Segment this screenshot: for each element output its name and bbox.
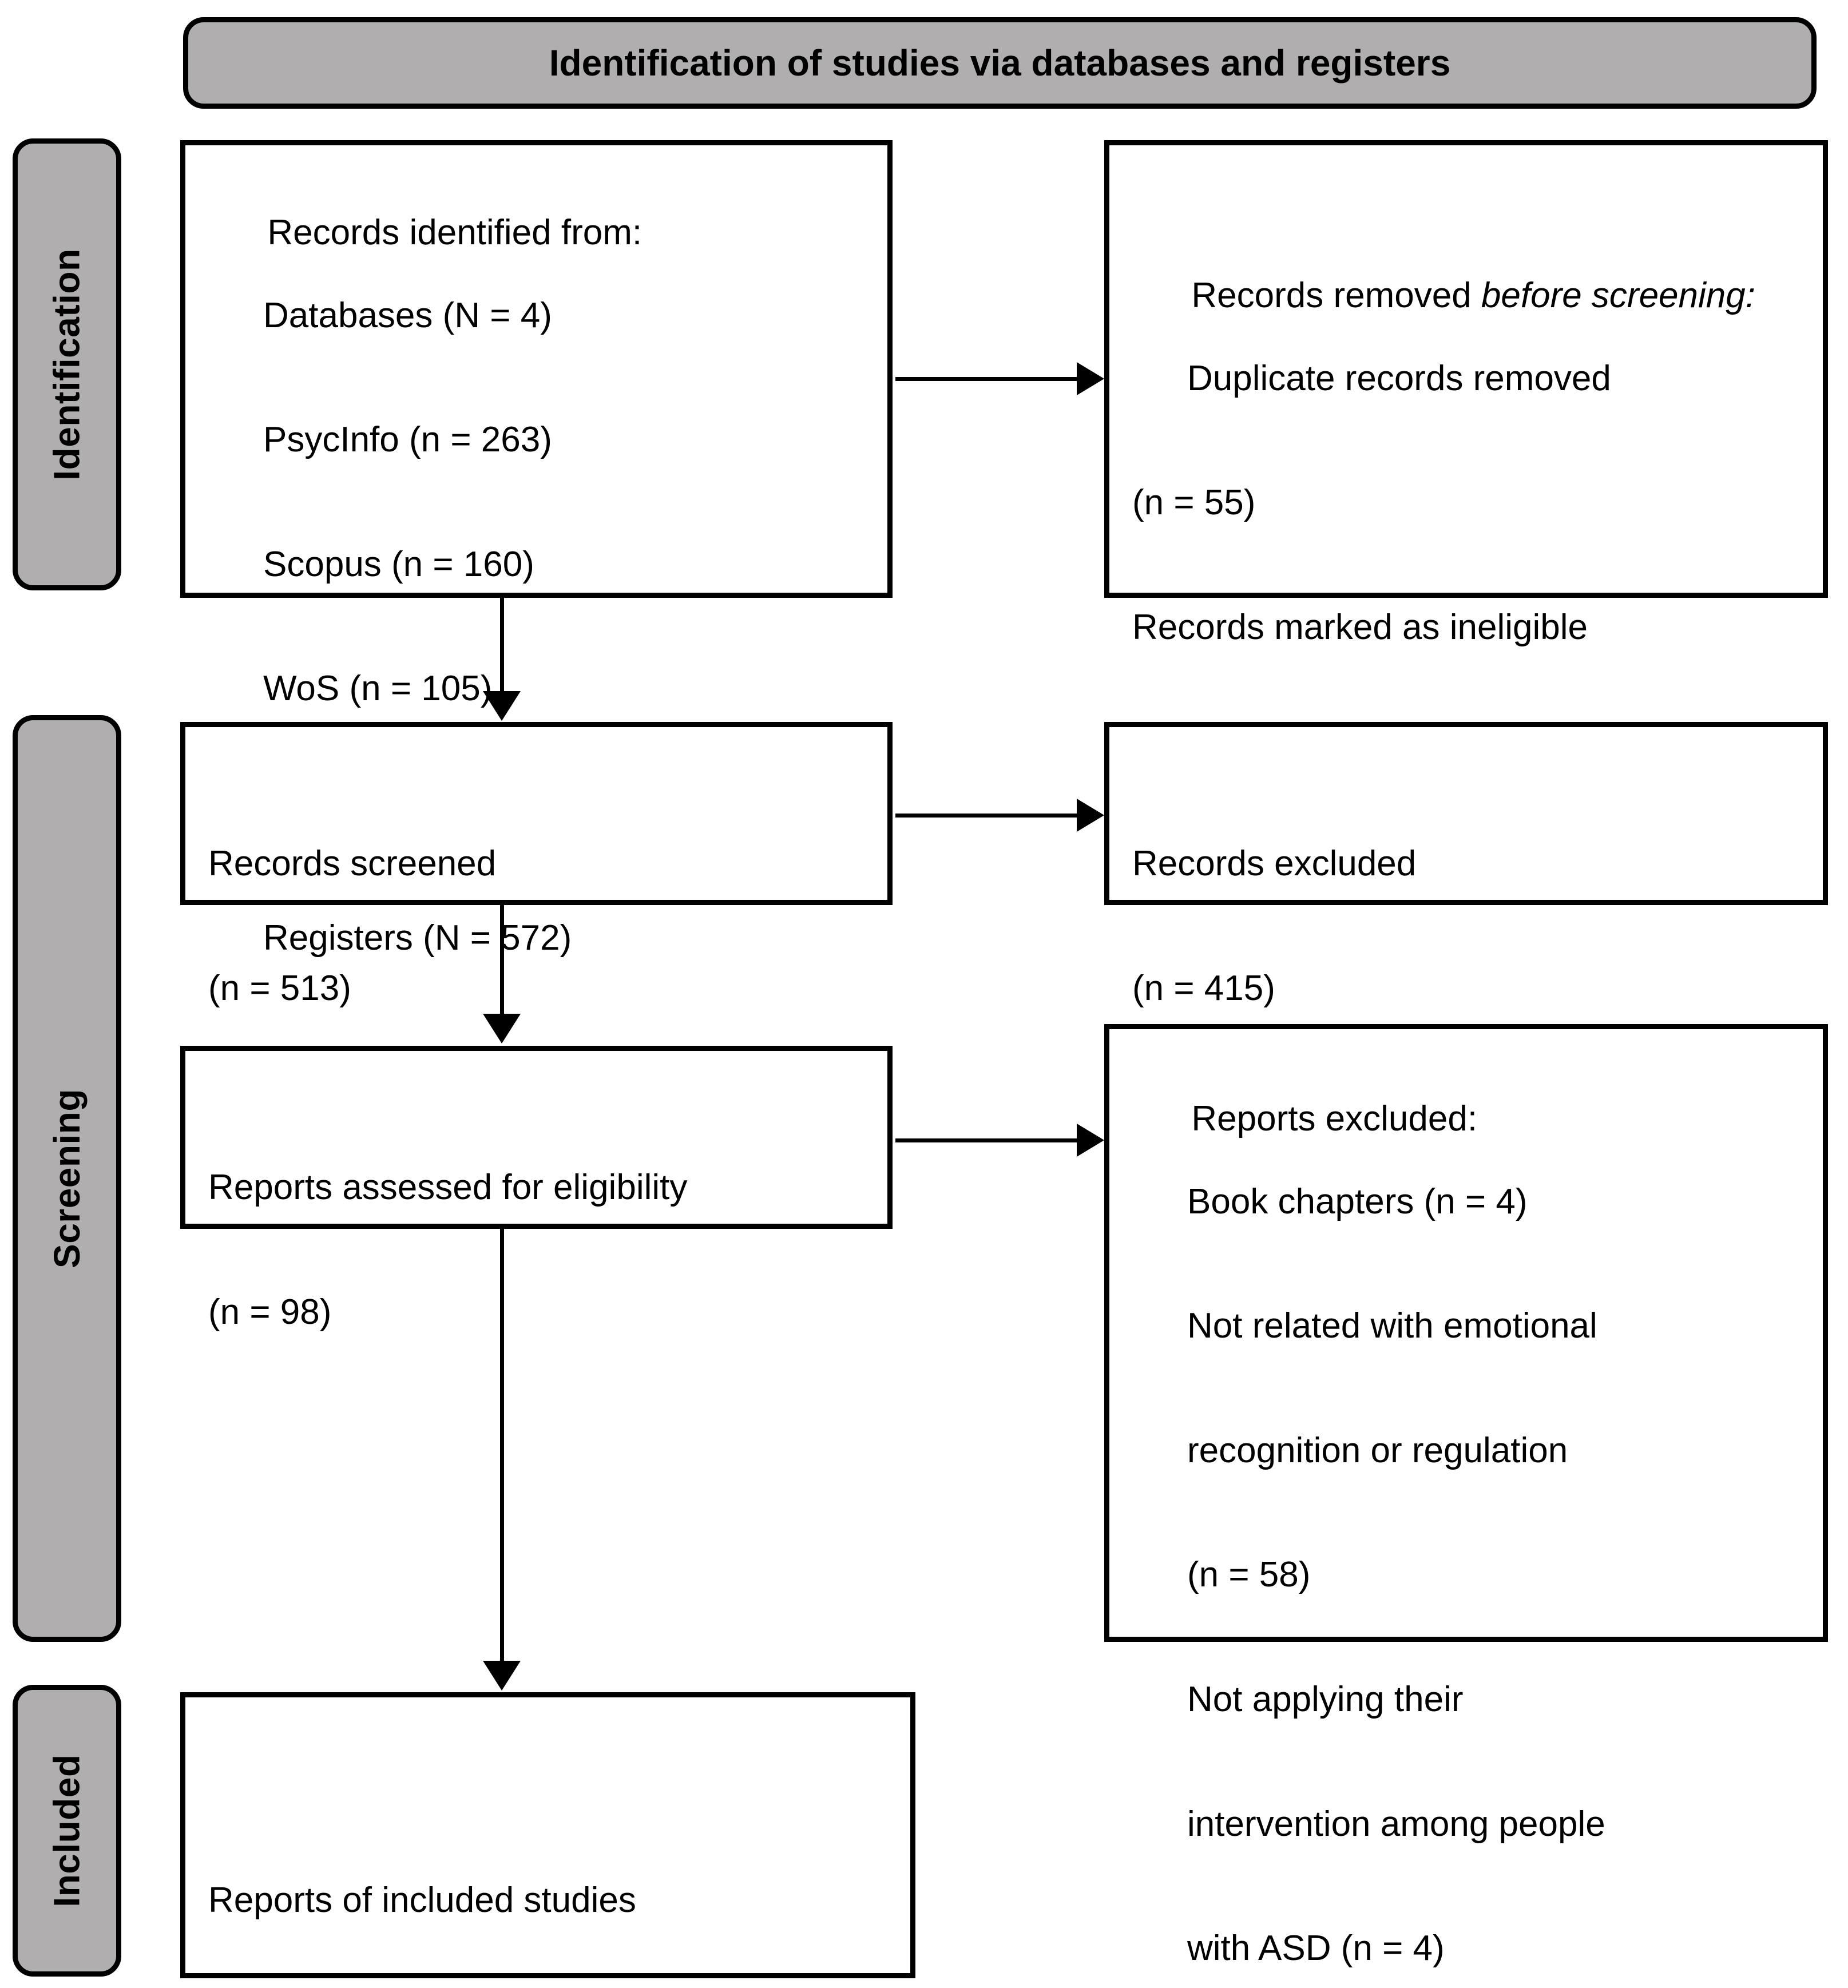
reports-excluded-item-3: (n = 58) bbox=[1187, 1555, 1311, 1595]
records-removed-item-2: Records marked as ineligible bbox=[1132, 607, 1588, 647]
records-screened-line1: Records screened bbox=[208, 844, 497, 884]
connector-screened-to-excluded-line bbox=[895, 814, 1078, 818]
box-records-excluded: Records excluded (n = 415) bbox=[1104, 722, 1828, 1008]
records-removed-title-plain: Records removed bbox=[1191, 275, 1481, 315]
reports-assessed-line1: Reports assessed for eligibility bbox=[208, 1168, 688, 1208]
reports-excluded-title: Reports excluded: bbox=[1191, 1098, 1478, 1138]
records-removed-item-1: (n = 55) bbox=[1132, 483, 1256, 523]
connector-assessed-to-included-line bbox=[500, 1229, 504, 1666]
reports-excluded-item-1: Not related with emotional bbox=[1187, 1306, 1597, 1346]
records-identified-item-0: Databases (N = 4) bbox=[263, 295, 552, 335]
connector-screened-to-assessed-line bbox=[500, 905, 504, 1019]
connector-screened-to-assessed-arrow bbox=[483, 1014, 521, 1043]
records-removed-title-italic: before screening bbox=[1481, 275, 1746, 315]
box-reports-excluded: Reports excluded: Book chapters (n = 4) … bbox=[1104, 1024, 1828, 1968]
connector-identified-to-removed-arrow bbox=[1077, 362, 1104, 395]
reports-excluded-item-6: with ASD (n = 4) bbox=[1187, 1929, 1445, 1969]
box-reports-included: Reports of included studies (n = 29) bbox=[180, 1692, 915, 1978]
box-records-removed: Records removed before screening: Duplic… bbox=[1104, 140, 1828, 771]
records-excluded-line2: (n = 415) bbox=[1132, 968, 1275, 1008]
stage-identification: Identification bbox=[13, 138, 121, 590]
records-identified-item-1: PsycInfo (n = 263) bbox=[263, 420, 552, 460]
stage-included-label: Included bbox=[46, 1754, 88, 1907]
connector-identified-to-screened-arrow bbox=[483, 691, 521, 721]
diagram-header-banner: Identification of studies via databases … bbox=[183, 17, 1817, 109]
reports-included-text: Reports of included studies (n = 29) bbox=[208, 1723, 887, 1988]
box-records-screened: Records screened (n = 513) bbox=[180, 722, 893, 1008]
connector-assessed-to-included-arrow bbox=[483, 1661, 521, 1691]
box-records-identified: Records identified from: Databases (N = … bbox=[180, 140, 893, 958]
stage-screening-label: Screening bbox=[46, 1089, 88, 1268]
records-identified-item-3: WoS (n = 105) bbox=[263, 669, 493, 709]
stage-included: Included bbox=[13, 1685, 121, 1977]
reports-excluded-item-0: Book chapters (n = 4) bbox=[1187, 1181, 1528, 1221]
connector-identified-to-removed-line bbox=[895, 377, 1078, 381]
banner-title: Identification of studies via databases … bbox=[549, 42, 1451, 84]
reports-excluded-text: Reports excluded: Book chapters (n = 4) … bbox=[1132, 1054, 1800, 1988]
records-identified-item-5: Registers (N = 572) bbox=[263, 918, 572, 958]
connector-identified-to-screened-line bbox=[500, 598, 504, 695]
connector-screened-to-excluded-arrow bbox=[1077, 799, 1104, 832]
records-screened-line2: (n = 513) bbox=[208, 968, 351, 1008]
connector-assessed-to-excluded-arrow bbox=[1077, 1124, 1104, 1157]
records-identified-title: Records identified from: bbox=[267, 212, 643, 252]
reports-excluded-item-2: recognition or regulation bbox=[1187, 1430, 1568, 1470]
reports-included-line1: Reports of included studies bbox=[208, 1880, 636, 1920]
reports-excluded-item-5: intervention among people bbox=[1187, 1804, 1605, 1844]
stage-screening: Screening bbox=[13, 715, 121, 1642]
records-removed-item-0: Duplicate records removed bbox=[1187, 358, 1611, 398]
box-reports-assessed: Reports assessed for eligibility (n = 98… bbox=[180, 1046, 893, 1332]
reports-assessed-line2: (n = 98) bbox=[208, 1292, 332, 1332]
records-identified-item-2: Scopus (n = 160) bbox=[263, 544, 534, 584]
records-excluded-line1: Records excluded bbox=[1132, 844, 1417, 884]
records-screened-text: Records screened (n = 513) bbox=[208, 752, 864, 1092]
reports-excluded-item-4: Not applying their bbox=[1187, 1679, 1464, 1719]
stage-identification-label: Identification bbox=[46, 248, 88, 481]
reports-assessed-text: Reports assessed for eligibility (n = 98… bbox=[208, 1076, 864, 1416]
records-excluded-text: Records excluded (n = 415) bbox=[1132, 752, 1800, 1092]
records-removed-title-tail: : bbox=[1745, 275, 1755, 315]
connector-assessed-to-excluded-line bbox=[895, 1138, 1078, 1142]
records-identified-text: Records identified from: Databases (N = … bbox=[208, 170, 864, 1042]
